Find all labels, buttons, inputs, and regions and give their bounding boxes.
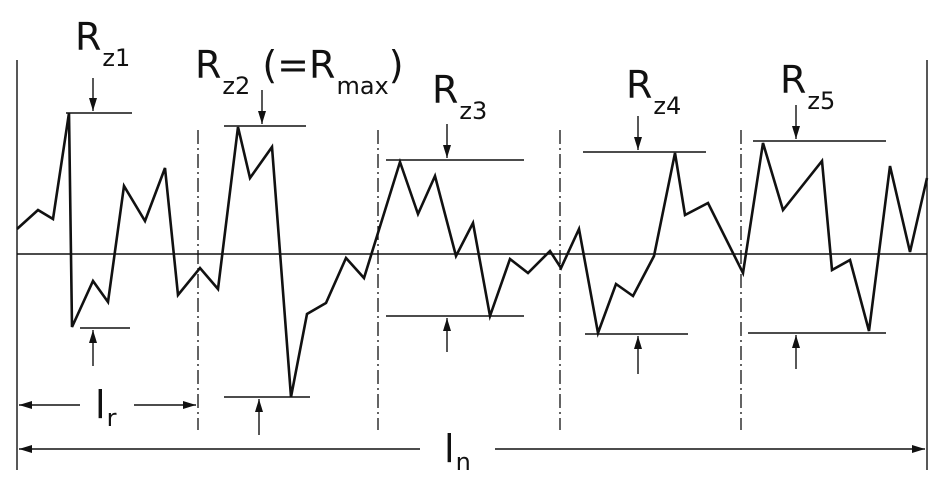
label-rz3: Rz3 — [432, 68, 487, 125]
label-ln: ln — [444, 427, 471, 476]
label-rz4: Rz4 — [626, 63, 681, 120]
label-lr: lr — [95, 383, 117, 432]
label-rz5: Rz5 — [780, 58, 835, 115]
roughness-profile — [16, 112, 929, 398]
label-rz2: Rz2 (=Rmax) — [195, 43, 404, 100]
label-rz1: Rz1 — [75, 15, 130, 72]
